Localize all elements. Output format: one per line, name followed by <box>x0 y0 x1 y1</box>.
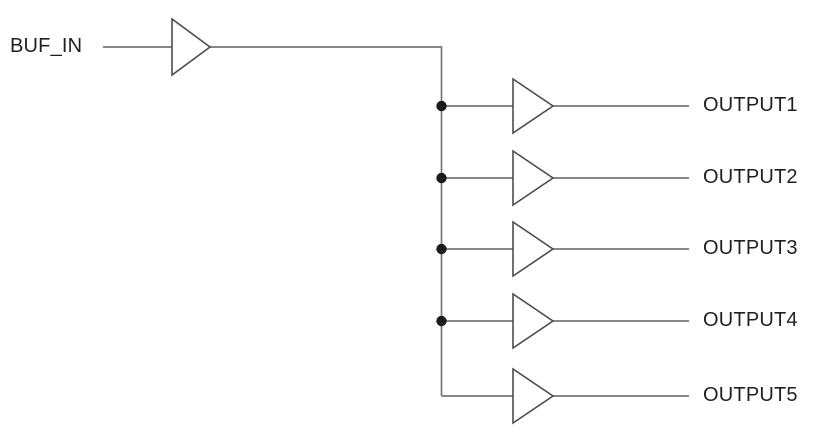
output-net-label-5: OUTPUT5 <box>703 384 798 407</box>
output-buffer-icon-1 <box>512 77 555 135</box>
junction-dot-3 <box>436 243 447 255</box>
output-net-label-3: OUTPUT3 <box>703 237 798 260</box>
junction-dot-1 <box>436 100 447 112</box>
input-buffer-icon <box>171 17 212 77</box>
output-buffer-icon-2 <box>512 149 555 207</box>
output-net-label-1: OUTPUT1 <box>703 94 798 117</box>
buffer-symbol-group <box>171 17 555 425</box>
junction-dot-2 <box>436 172 447 184</box>
output-net-label-2: OUTPUT2 <box>703 166 798 189</box>
junction-dot-4 <box>436 315 447 327</box>
output-net-label-4: OUTPUT4 <box>703 309 798 332</box>
junction-dot-group <box>436 100 447 327</box>
wire-group <box>103 46 689 397</box>
output-buffer-icon-4 <box>512 292 555 350</box>
output-buffer-icon-5 <box>512 367 555 425</box>
output-buffer-icon-3 <box>512 220 555 278</box>
input-net-label: BUF_IN <box>10 35 83 58</box>
bus-wire <box>210 46 443 396</box>
